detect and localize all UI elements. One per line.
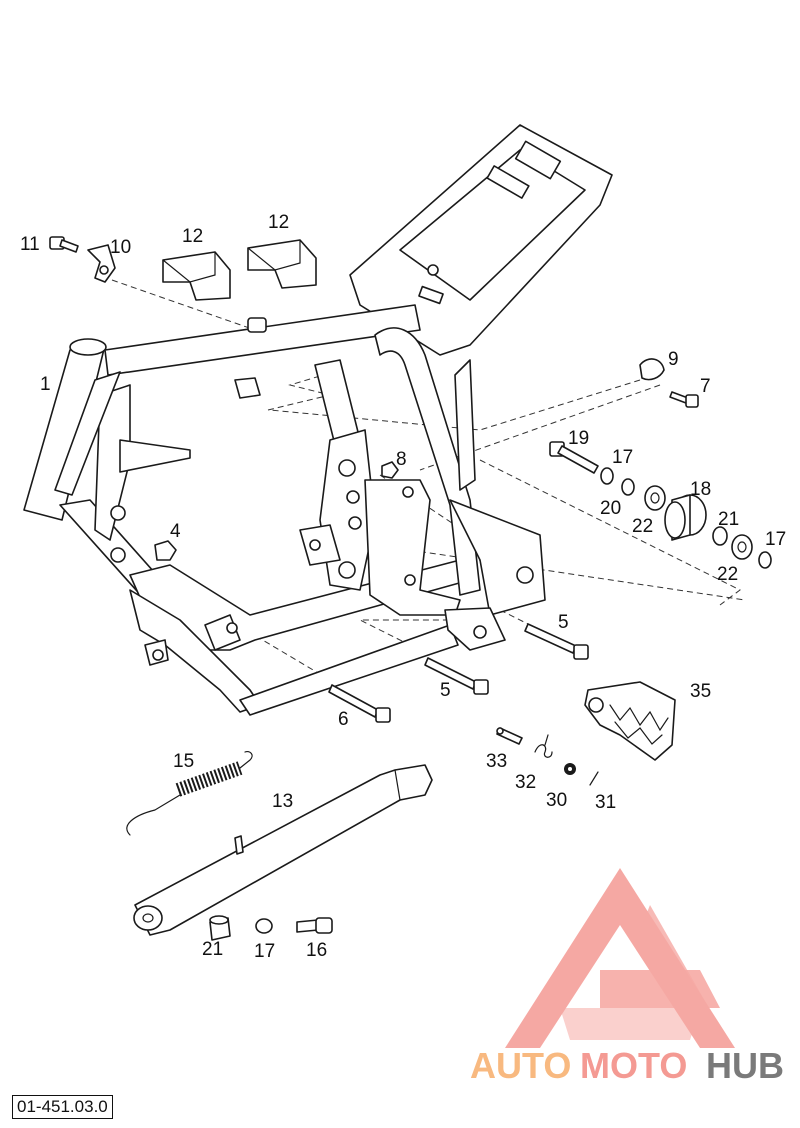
pivot-plate-right: [364, 479, 461, 616]
callout-30: 30: [546, 790, 567, 811]
callout-5a: 5: [558, 612, 569, 633]
main-frame: [23, 124, 613, 716]
bushing-21a: [712, 526, 728, 546]
rear-subframe-inner: [399, 149, 586, 301]
callout-8: 8: [396, 449, 407, 470]
washer-20: [621, 478, 635, 496]
bushing-22b: [731, 534, 753, 560]
callout-6: 6: [338, 709, 349, 730]
callout-32: 32: [515, 772, 536, 793]
callout-35: 35: [690, 681, 711, 702]
callout-labels: 1 4 5 5 6 7 8 9 10 11 12 12 13 15 16 17 …: [20, 212, 786, 962]
top-tube: [104, 304, 421, 376]
nut-4: [154, 540, 177, 561]
bushing-22a: [644, 485, 666, 511]
callout-17a: 17: [612, 447, 633, 468]
spring-15: [126, 750, 253, 836]
callout-1: 1: [40, 374, 51, 395]
callout-13: 13: [272, 791, 293, 812]
bolt-5b: [424, 657, 489, 695]
watermark-auto: AUTO: [470, 1045, 571, 1086]
watermark-hub: HUB: [706, 1045, 784, 1086]
clip-9: [639, 358, 665, 381]
callout-11: 11: [20, 234, 40, 255]
washer-30: [564, 763, 576, 775]
bolt-6: [328, 684, 391, 723]
spring-32: [534, 734, 553, 758]
washer-17b: [758, 551, 772, 569]
bushing-21b: [209, 915, 231, 941]
callout-20: 20: [600, 498, 621, 519]
callout-17b: 17: [765, 529, 786, 550]
nut-8: [381, 461, 399, 479]
callout-21a: 21: [718, 509, 739, 530]
callout-19: 19: [568, 428, 589, 449]
callout-7: 7: [700, 376, 711, 397]
roller-18: [664, 494, 707, 541]
pin-33: [496, 727, 523, 745]
callout-9: 9: [668, 349, 679, 370]
callout-22b: 22: [717, 564, 738, 585]
bolt-16: [296, 917, 333, 934]
callout-12a: 12: [182, 226, 203, 247]
callout-10: 10: [110, 237, 131, 258]
callout-33: 33: [486, 751, 507, 772]
callout-22a: 22: [632, 516, 653, 537]
callout-17c: 17: [254, 941, 275, 962]
cover-12-right: [247, 239, 317, 289]
callout-21b: 21: [202, 939, 223, 960]
callout-15: 15: [173, 751, 194, 772]
watermark-logo: [505, 868, 735, 1048]
callout-18: 18: [690, 479, 711, 500]
rear-loop: [374, 327, 481, 596]
bolt-11: [49, 236, 79, 253]
clamp-10: [87, 244, 116, 283]
bolt-7: [669, 391, 699, 408]
callout-4: 4: [170, 521, 181, 542]
bolt-19: [549, 441, 599, 474]
washer-17a: [600, 467, 614, 485]
diagram-id-label: 01-451.03.0: [12, 1095, 113, 1119]
watermark-moto: MOTO: [580, 1045, 687, 1086]
watermark-text: AUTO MOTO HUB: [470, 1045, 784, 1086]
callout-31: 31: [595, 792, 616, 813]
callout-5b: 5: [440, 680, 451, 701]
bolt-5a: [524, 623, 589, 660]
washer-17c: [255, 918, 273, 934]
footrest-35: [584, 681, 676, 761]
callout-16: 16: [306, 940, 327, 961]
cotter-pin-31: [589, 771, 599, 786]
cover-12-left: [162, 251, 231, 301]
side-stand-13: [133, 764, 433, 936]
callout-12b: 12: [268, 212, 289, 233]
